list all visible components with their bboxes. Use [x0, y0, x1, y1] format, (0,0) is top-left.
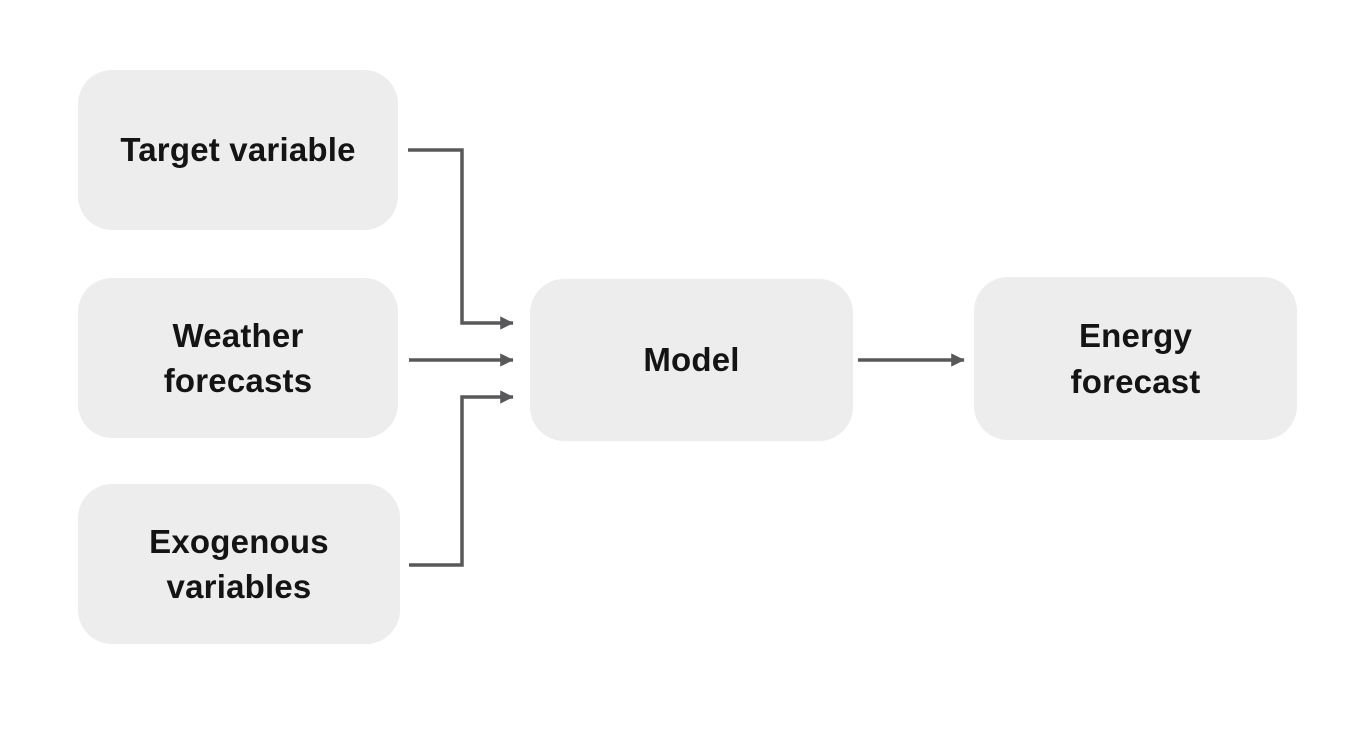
edge-exogenous-variables-to-model — [409, 390, 514, 567]
edge-target-variable-to-model — [408, 148, 514, 330]
node-model: Model — [530, 279, 853, 441]
node-exogenous-variables: Exogenous variables — [78, 484, 400, 644]
node-target-variable: Target variable — [78, 70, 398, 230]
node-label: Energy forecast — [1070, 317, 1201, 400]
node-label: Weather forecasts — [163, 316, 313, 399]
node-energy-forecast: Energy forecast — [974, 277, 1297, 440]
node-label: Target variable — [120, 131, 356, 169]
node-weather-forecasts: Weather forecasts — [78, 278, 398, 438]
node-label: Exogenous variables — [149, 522, 329, 605]
node-label: Model — [643, 341, 740, 379]
